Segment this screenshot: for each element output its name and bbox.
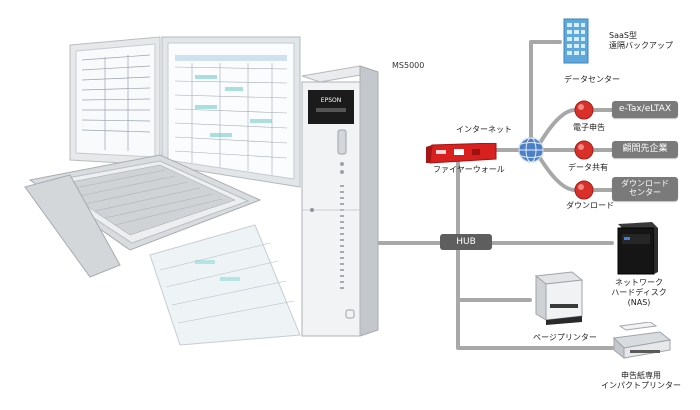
share-node-icon bbox=[574, 140, 594, 160]
right-monitor bbox=[161, 36, 301, 188]
left-monitor bbox=[69, 36, 161, 166]
globe-download-line bbox=[538, 156, 577, 192]
service-action-label: データ共有 bbox=[568, 163, 608, 172]
efile-node-icon bbox=[574, 100, 594, 120]
internet-label: インターネット bbox=[456, 125, 512, 134]
hub-impact-line bbox=[456, 248, 614, 350]
efile-target-pill: e-Tax/eLTAX bbox=[612, 101, 678, 118]
impact-printer-icon bbox=[612, 322, 672, 360]
nas-label-line2: ハードディスク bbox=[611, 288, 667, 297]
hub-box: HUB bbox=[440, 234, 492, 250]
nas-device-icon bbox=[617, 222, 658, 275]
impact-printer-label-line2: インパクトプリンター bbox=[601, 381, 681, 390]
firewall-device bbox=[426, 143, 497, 164]
datacenter-building-icon bbox=[563, 18, 589, 64]
server-model-label: MS5000 bbox=[392, 61, 425, 70]
internet-globe-icon bbox=[518, 137, 544, 163]
server-brand: EPSON bbox=[321, 97, 341, 104]
page-printer-icon bbox=[534, 271, 584, 325]
datacenter-caption: データセンター bbox=[564, 75, 620, 84]
hub-label: HUB bbox=[456, 237, 476, 247]
download-node-icon bbox=[574, 180, 594, 200]
workstation-illustration bbox=[24, 36, 301, 346]
nas-label-line1: ネットワーク bbox=[615, 278, 663, 287]
globe-efile-line bbox=[538, 108, 577, 145]
keyboard bbox=[24, 154, 301, 346]
datacenter-title-line1: SaaS型 bbox=[609, 31, 637, 40]
service-target-label-line2: センター bbox=[629, 188, 661, 197]
service-action-label: ダウンロード bbox=[566, 201, 614, 210]
datacenter-title-line2: 遠隔バックアップ bbox=[609, 41, 673, 50]
nas-label-line3: (NAS) bbox=[627, 298, 651, 307]
share-target-pill: 顧問先企業 bbox=[612, 141, 678, 158]
download-target-pill: ダウンロード センター bbox=[612, 177, 678, 201]
service-target-label: ダウンロード bbox=[621, 179, 669, 188]
service-action-label: 電子申告 bbox=[573, 123, 605, 132]
impact-printer-label-line1: 申告紙専用 bbox=[621, 371, 661, 380]
firewall-label: ファイヤーウォール bbox=[433, 165, 505, 174]
globe-datacenter-line bbox=[529, 40, 562, 140]
page-printer-label: ページプリンター bbox=[533, 333, 597, 342]
server-tower: EPSON bbox=[301, 65, 379, 337]
service-target-label: 顧問先企業 bbox=[622, 144, 668, 154]
service-target-label: e-Tax/eLTAX bbox=[618, 104, 672, 114]
